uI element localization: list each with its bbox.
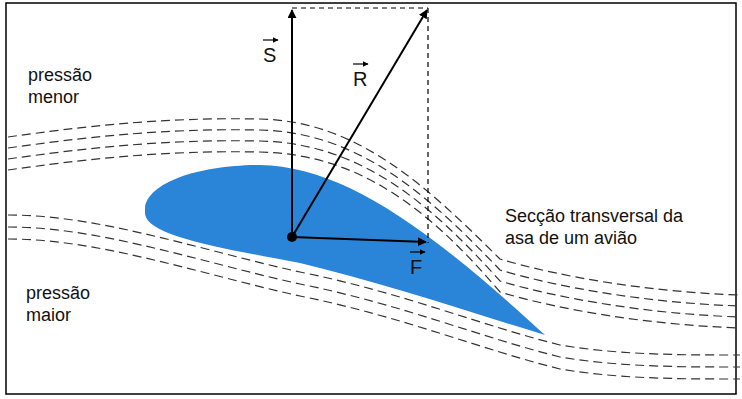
vector-label: R bbox=[353, 68, 367, 90]
vector-overarrows bbox=[263, 40, 425, 252]
frame bbox=[6, 3, 736, 394]
airfoil bbox=[145, 165, 545, 335]
streamlines bbox=[8, 119, 740, 379]
pressure-label: pressão maior bbox=[26, 282, 126, 326]
caption-label: Secção transversal da asa de um avião bbox=[505, 205, 685, 249]
application-point bbox=[287, 232, 297, 242]
parallelogram-dashes bbox=[292, 8, 428, 243]
vector-label: S bbox=[263, 44, 276, 66]
vector-label: F bbox=[410, 256, 422, 278]
pressure-label: pressão menor bbox=[28, 64, 128, 108]
force-vectors bbox=[292, 10, 427, 242]
